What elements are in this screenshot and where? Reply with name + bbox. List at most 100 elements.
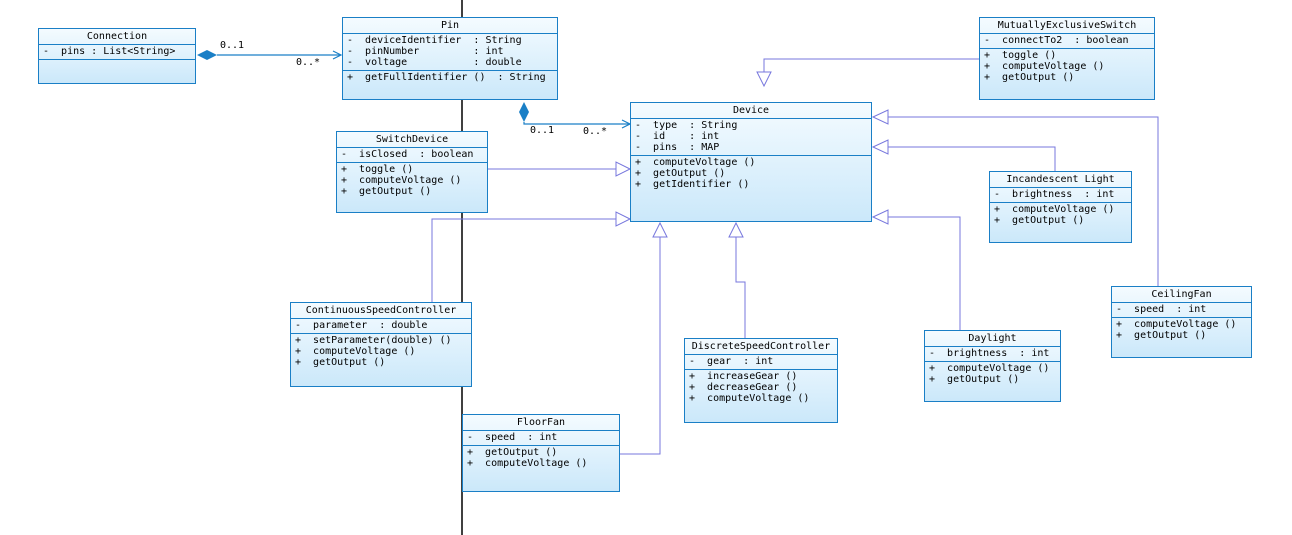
class-incandescent-light[interactable]: Incandescent Light- brightness : int + co… <box>989 171 1132 243</box>
inherit-arrow-ceiling-fan <box>871 109 889 125</box>
attributes-section: - parameter : double <box>291 319 471 334</box>
operations-section: + getOutput ()+ computeVoltage () <box>463 446 619 471</box>
attributes-section: - gear : int <box>685 355 837 370</box>
attribute-row: - brightness : int <box>929 348 1050 359</box>
class-switch-device[interactable]: SwitchDevice- isClosed : boolean+ toggle… <box>336 131 488 213</box>
attributes-section: - connectTo2 : boolean <box>980 34 1154 49</box>
class-discrete-speed-controller[interactable]: DiscreteSpeedController- gear : int+ inc… <box>684 338 838 423</box>
operation-row: + computeVoltage () <box>984 61 1105 72</box>
attributes-section: - brightness : int <box>990 188 1131 203</box>
operations-section: + getFullIdentifier () : String <box>343 71 557 85</box>
class-continuous-speed-controller[interactable]: ContinuousSpeedController- parameter : d… <box>290 302 472 387</box>
attribute-row: - gear : int <box>689 356 774 367</box>
class-name: CeilingFan <box>1112 287 1251 303</box>
operations-section: + computeVoltage ()+ getOutput () <box>925 362 1060 387</box>
operation-row: + toggle () <box>341 164 414 175</box>
attributes-section: - isClosed : boolean <box>337 148 487 163</box>
operations-section: + computeVoltage ()+ getOutput () <box>1112 318 1251 343</box>
operation-row: + computeVoltage () <box>341 175 462 186</box>
multiplicity-pin: 0..* <box>296 57 321 68</box>
attribute-row: - brightness : int <box>994 189 1115 200</box>
class-daylight[interactable]: Daylight- brightness : int+ computeVolta… <box>924 330 1061 402</box>
operation-row: + computeVoltage () <box>929 363 1050 374</box>
multiplicity-pin-device-device: 0..* <box>583 126 608 137</box>
inherit-arrow-daylight <box>871 209 889 225</box>
multiplicity-pin-device-pin: 0..1 <box>530 125 555 136</box>
operations-section: + toggle ()+ computeVoltage ()+ getOutpu… <box>337 163 487 199</box>
inherit-arrow-mutually-exclusive-switch <box>756 71 772 88</box>
class-mutually-exclusive-switch[interactable]: MutuallyExclusiveSwitch- connectTo2 : bo… <box>979 17 1155 100</box>
operation-row: + getOutput () <box>341 186 432 197</box>
inherit-line-incandescent-light <box>888 146 1056 171</box>
class-connection[interactable]: Connection- pins : List<String> <box>38 28 196 84</box>
operations-section <box>39 60 195 74</box>
multiplicity-connection: 0..1 <box>220 40 245 51</box>
attribute-row: - speed : int <box>467 432 558 443</box>
operation-row: + getOutput () <box>929 374 1020 385</box>
operation-row: + getOutput () <box>994 215 1085 226</box>
inherit-line-daylight <box>888 216 961 330</box>
class-name: ContinuousSpeedController <box>291 303 471 319</box>
operations-section: + computeVoltage ()+ getOutput ()+ getId… <box>631 156 871 192</box>
operation-row: + getOutput () <box>635 168 726 179</box>
attribute-row: - id : int <box>635 131 720 142</box>
attribute-row: - pins : MAP <box>635 142 720 153</box>
attributes-section: - pins : List<String> <box>39 45 195 60</box>
composition-line-pin-device <box>523 122 630 125</box>
operation-row: + getOutput () <box>467 447 558 458</box>
attribute-row: - connectTo2 : boolean <box>984 35 1129 46</box>
operation-row: + getFullIdentifier () : String <box>347 72 546 83</box>
attribute-row: - isClosed : boolean <box>341 149 474 160</box>
attributes-section: - deviceIdentifier : String- pinNumber :… <box>343 34 557 71</box>
composition-diamond-connection <box>197 50 217 60</box>
attribute-row: - pins : List<String> <box>43 46 176 57</box>
operations-section: + toggle ()+ computeVoltage ()+ getOutpu… <box>980 49 1154 85</box>
inherit-line-ceiling-fan <box>888 116 1159 286</box>
composition-diamond-pin <box>519 102 529 122</box>
class-device[interactable]: Device- type : String- id : int- pins : … <box>630 102 872 222</box>
operation-row: + getOutput () <box>295 357 386 368</box>
operation-row: + computeVoltage () <box>1116 319 1237 330</box>
attributes-section: - speed : int <box>463 431 619 446</box>
inherit-arrow-switch-device <box>615 161 632 177</box>
operation-row: + computeVoltage () <box>295 346 416 357</box>
operation-row: + computeVoltage () <box>689 393 810 404</box>
attribute-row: - pinNumber : int <box>347 46 504 57</box>
class-name: Incandescent Light <box>990 172 1131 188</box>
class-pin[interactable]: Pin- deviceIdentifier : String- pinNumbe… <box>342 17 558 100</box>
operation-row: + getOutput () <box>984 72 1075 83</box>
inherit-line-floor-fan <box>620 237 661 455</box>
operation-row: + getOutput () <box>1116 330 1207 341</box>
operation-row: + computeVoltage () <box>635 157 756 168</box>
operation-row: + setParameter(double) () <box>295 335 452 346</box>
class-name: Device <box>631 103 871 119</box>
operations-section: + setParameter(double) ()+ computeVoltag… <box>291 334 471 370</box>
operation-row: + toggle () <box>984 50 1057 61</box>
attribute-row: - speed : int <box>1116 304 1207 315</box>
operation-row: + increaseGear () <box>689 371 798 382</box>
attributes-section: - brightness : int <box>925 347 1060 362</box>
inherit-line-mutually-exclusive-switch <box>763 58 979 72</box>
operations-section: + computeVoltage ()+ getOutput () <box>990 203 1131 228</box>
class-name: FloorFan <box>463 415 619 431</box>
inherit-line-discrete-speed-controller <box>735 237 746 338</box>
inherit-arrow-continuous-speed-controller <box>615 211 632 227</box>
class-name: Pin <box>343 18 557 34</box>
class-name: Connection <box>39 29 195 45</box>
attributes-section: - type : String- id : int- pins : MAP <box>631 119 871 156</box>
inherit-line-continuous-speed-controller <box>431 218 616 302</box>
operations-section: + increaseGear ()+ decreaseGear ()+ comp… <box>685 370 837 406</box>
inherit-arrow-floor-fan <box>652 221 668 238</box>
attributes-section: - speed : int <box>1112 303 1251 318</box>
attribute-row: - voltage : double <box>347 57 522 68</box>
operation-row: + computeVoltage () <box>994 204 1115 215</box>
class-ceiling-fan[interactable]: CeilingFan- speed : int + computeVoltage … <box>1111 286 1252 358</box>
operation-row: + computeVoltage () <box>467 458 588 469</box>
operation-row: + getIdentifier () <box>635 179 750 190</box>
class-floor-fan[interactable]: FloorFan- speed : int + getOutput ()+ com… <box>462 414 620 492</box>
open-arrow-pin <box>332 50 343 60</box>
attribute-row: - deviceIdentifier : String <box>347 35 522 46</box>
attribute-row: - type : String <box>635 120 738 131</box>
